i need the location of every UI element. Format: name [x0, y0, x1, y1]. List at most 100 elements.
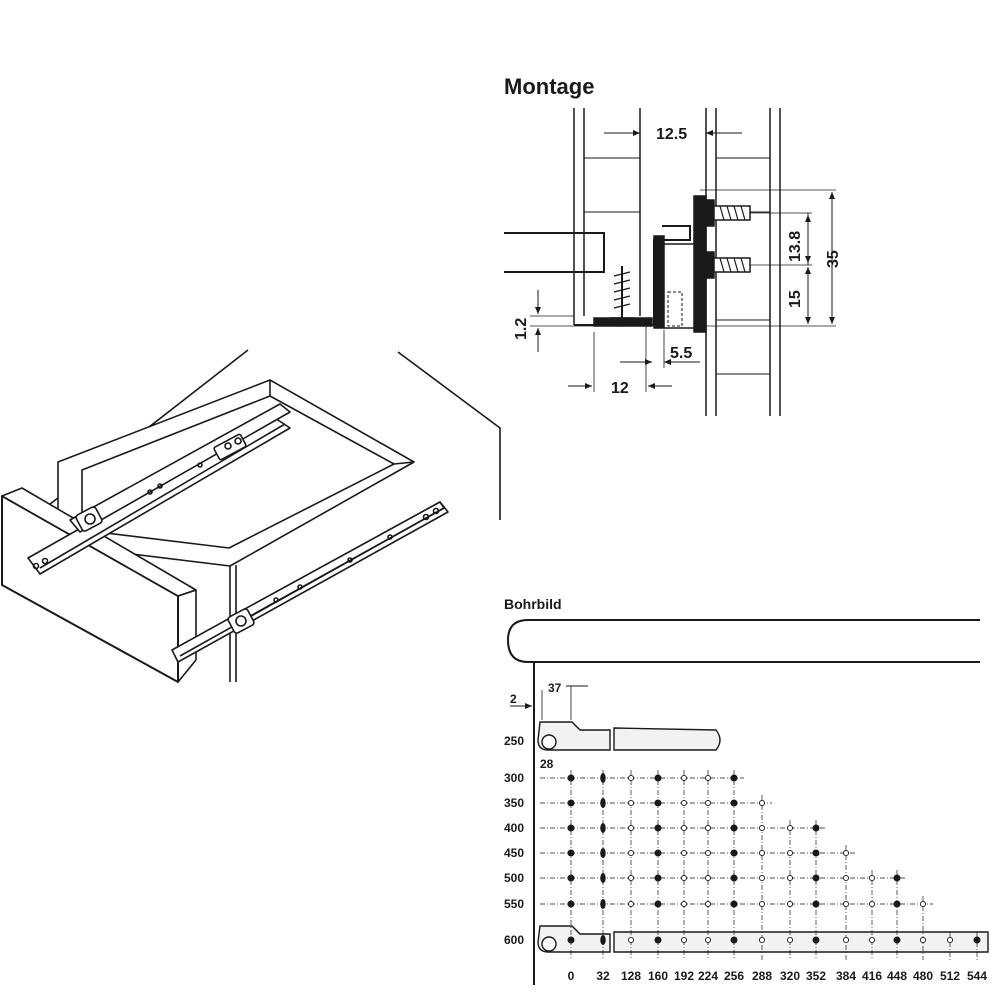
- length-label: 250: [504, 734, 524, 748]
- position-label: 192: [674, 969, 694, 983]
- hole-marker: [704, 849, 712, 857]
- hole-marker: [704, 824, 712, 832]
- position-label: 288: [752, 969, 772, 983]
- drawer-bottom-board: [504, 232, 605, 273]
- dim-first-hole: 37: [548, 681, 562, 695]
- dim-bottom-gap: 1.2: [513, 318, 530, 340]
- hole-marker: [567, 936, 575, 944]
- hole-marker: [730, 799, 738, 807]
- hole-marker: [704, 774, 712, 782]
- hole-marker: [758, 799, 766, 807]
- hole-marker: [567, 774, 575, 782]
- hole-marker: [680, 900, 688, 908]
- position-label: 448: [887, 969, 907, 983]
- hole-marker: [786, 900, 794, 908]
- position-label: 544: [967, 969, 987, 983]
- left-slide-rail: [27, 403, 291, 575]
- length-label: 600: [504, 933, 524, 947]
- hole-marker: [842, 874, 850, 882]
- hole-marker: [680, 799, 688, 807]
- hole-marker: [680, 849, 688, 857]
- drawer-front-side: [177, 589, 197, 597]
- drawer-right-depth: [393, 461, 415, 465]
- dim-total-height: 35: [825, 250, 842, 268]
- hole-marker: [868, 936, 876, 944]
- position-label: 0: [568, 969, 575, 983]
- hole-marker: [627, 900, 635, 908]
- hole-marker: [758, 900, 766, 908]
- hole-marker: [627, 799, 635, 807]
- hole-marker: [627, 874, 635, 882]
- hole-marker: [600, 935, 606, 945]
- bohrbild-title: Bohrbild: [504, 596, 562, 612]
- right-slide-rail: [171, 501, 449, 663]
- hole-marker: [704, 900, 712, 908]
- hole-marker: [730, 824, 738, 832]
- montage-title: Montage: [504, 74, 595, 99]
- position-label: 224: [698, 969, 718, 983]
- hole-marker: [893, 874, 901, 882]
- cabinet-right-edge: [397, 351, 501, 520]
- length-label: 450: [504, 846, 524, 860]
- hole-marker: [654, 824, 662, 832]
- hole-marker: [758, 874, 766, 882]
- hole-marker: [758, 824, 766, 832]
- position-label: 320: [780, 969, 800, 983]
- hole-marker: [868, 900, 876, 908]
- hole-marker: [812, 849, 820, 857]
- hole-marker: [893, 936, 901, 944]
- hole-marker: [567, 799, 575, 807]
- drawer-illustration: [1, 349, 501, 683]
- hole-marker: [730, 849, 738, 857]
- hole-marker: [786, 824, 794, 832]
- hole-marker: [600, 823, 606, 833]
- hole-marker: [704, 799, 712, 807]
- length-label: 350: [504, 796, 524, 810]
- hole-marker: [600, 899, 606, 909]
- hole-marker: [730, 874, 738, 882]
- hole-marker: [842, 936, 850, 944]
- slide-bracket: [693, 195, 707, 333]
- hole-marker: [654, 849, 662, 857]
- hole-marker: [654, 799, 662, 807]
- hole-marker: [758, 936, 766, 944]
- hole-markers: [567, 773, 981, 945]
- upper-screw-icon: [705, 199, 751, 227]
- hole-marker: [730, 900, 738, 908]
- dim-bottom-width: 12: [611, 380, 629, 397]
- hole-marker: [812, 936, 820, 944]
- hole-marker: [680, 824, 688, 832]
- hole-marker: [654, 774, 662, 782]
- hole-marker: [680, 874, 688, 882]
- hole-marker: [704, 874, 712, 882]
- drawer-box-outer: [57, 379, 415, 567]
- hole-marker: [786, 849, 794, 857]
- bohrbild-section: [506, 619, 989, 985]
- hole-marker: [973, 936, 981, 944]
- hole-marker: [786, 874, 794, 882]
- length-label: 300: [504, 771, 524, 785]
- dim-hole-spacing: 28: [540, 757, 554, 771]
- hole-marker: [600, 848, 606, 858]
- hole-marker: [812, 874, 820, 882]
- dim-top-width: 12.5: [656, 126, 687, 143]
- hole-marker: [842, 900, 850, 908]
- hole-marker: [730, 936, 738, 944]
- hole-marker: [919, 936, 927, 944]
- hole-marker: [600, 773, 606, 783]
- slide-rail-body: [653, 235, 665, 329]
- hole-marker: [842, 849, 850, 857]
- hole-marker: [893, 900, 901, 908]
- rail-250: [537, 721, 721, 751]
- hole-marker: [812, 900, 820, 908]
- position-label: 416: [862, 969, 882, 983]
- hole-marker: [786, 936, 794, 944]
- dim-upper-screw-spacing: 13.8: [787, 231, 804, 262]
- drawer-front-side-3: [177, 659, 197, 683]
- hole-marker: [812, 824, 820, 832]
- position-label: 512: [940, 969, 960, 983]
- montage-section: [504, 108, 836, 416]
- dim-bracket-offset: 5.5: [670, 345, 692, 362]
